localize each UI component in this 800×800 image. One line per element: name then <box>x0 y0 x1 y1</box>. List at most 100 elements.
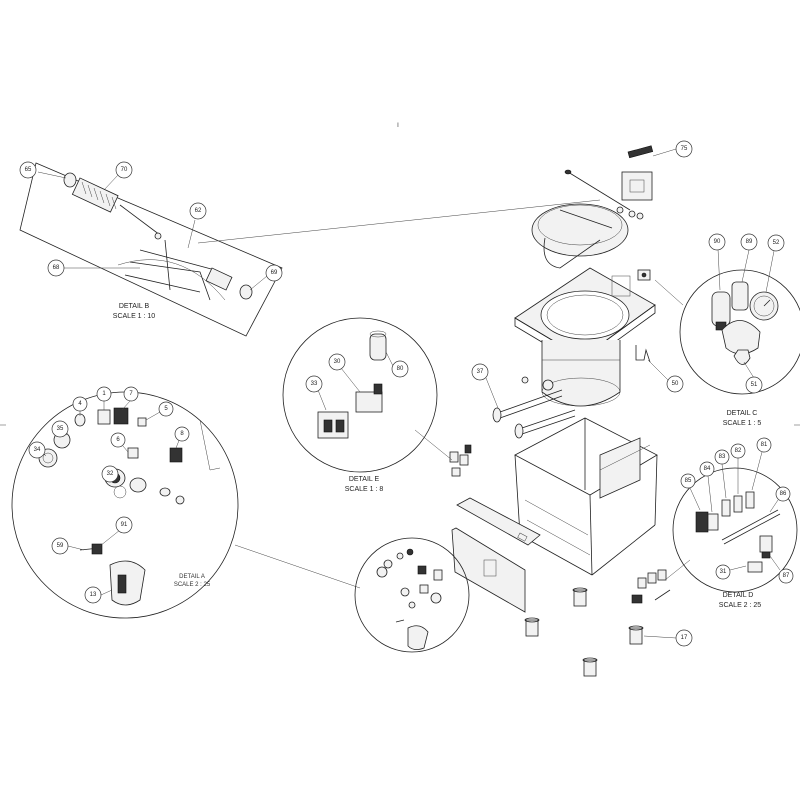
detail-c: 90 89 52 51 DETAIL C SCALE 1 : 5 <box>679 233 800 427</box>
svg-text:75: 75 <box>681 146 688 152</box>
tank-part <box>521 340 621 407</box>
detail-e-scale: SCALE 1 : 8 <box>345 486 384 493</box>
balloon-91: 91 <box>115 516 133 534</box>
hinge-pin-part <box>564 169 644 220</box>
double-solenoid-valve-part <box>317 411 349 439</box>
svg-text:62: 62 <box>195 208 202 214</box>
detail-e: 30 80 33 DETAIL E SCALE 1 : 8 <box>282 317 438 493</box>
spring-part <box>71 177 119 213</box>
hinge-bracket-part <box>621 145 654 201</box>
svg-text:90: 90 <box>714 239 721 245</box>
detail-d: 85 84 83 82 81 86 31 87 DETAIL D SCALE 2… <box>672 437 798 609</box>
balloon-30: 30 <box>328 353 346 371</box>
detail-c-title: DETAIL C <box>727 410 758 417</box>
detail-b: 65 70 62 68 69 DETAIL B SCALE 1 : 10 <box>19 161 283 337</box>
svg-text:34: 34 <box>34 447 41 453</box>
end-cap-part <box>239 284 253 300</box>
connector-cluster-part <box>449 444 472 477</box>
balloon-6: 6 <box>110 432 126 448</box>
svg-text:81: 81 <box>761 442 768 448</box>
valve-fitting-part <box>637 269 651 281</box>
balloon-59: 59 <box>51 537 69 555</box>
detail-e-callout-line <box>414 429 453 461</box>
svg-text:65: 65 <box>25 167 32 173</box>
svg-text:83: 83 <box>719 454 726 460</box>
control-panel-components-part <box>376 548 443 650</box>
solenoid-valve-part <box>355 383 383 413</box>
balloon-37: 37 <box>471 363 489 381</box>
main-assembly: 75 <box>449 140 693 677</box>
balloon-34: 34 <box>28 441 46 459</box>
detail-a: 1 7 4 5 35 6 8 34 32 91 59 13 DETAIL A S… <box>11 386 239 619</box>
detail-e-title: DETAIL E <box>349 476 380 483</box>
detail-a-title: DETAIL A <box>179 574 205 580</box>
balloon-70: 70 <box>115 161 133 179</box>
svg-text:80: 80 <box>397 366 404 372</box>
balloon-65: 65 <box>19 161 37 179</box>
svg-text:85: 85 <box>685 478 692 484</box>
svg-text:89: 89 <box>746 239 753 245</box>
balloon-5: 5 <box>158 401 174 417</box>
door-panel-part <box>451 527 526 613</box>
handle-frame-part <box>117 239 226 301</box>
balloon-8: 8 <box>174 426 190 442</box>
heating-element-part <box>492 389 576 439</box>
balloon-35: 35 <box>51 420 69 438</box>
cable-gland-part <box>759 535 773 559</box>
balloon-7: 7 <box>123 386 139 402</box>
balloon-84: 84 <box>699 461 715 477</box>
selector-switch-part <box>97 407 129 425</box>
detail-a-callout-line <box>234 544 361 589</box>
balloon-17: 17 <box>675 629 693 647</box>
balloon-50: 50 <box>666 375 684 393</box>
svg-text:7: 7 <box>129 391 133 397</box>
svg-text:51: 51 <box>751 382 758 388</box>
svg-text:8: 8 <box>180 431 184 437</box>
svg-text:50: 50 <box>672 381 679 387</box>
front-panel-part <box>456 497 541 546</box>
bushing-part <box>63 172 77 188</box>
detail-c-scale: SCALE 1 : 5 <box>723 420 762 427</box>
pressure-gauge-part <box>749 291 779 321</box>
balloon-82: 82 <box>730 443 746 459</box>
balloon-90: 90 <box>708 233 726 251</box>
thermostat-part <box>711 291 731 331</box>
detail-b-frame <box>19 162 283 337</box>
terminal-block-cluster-part <box>631 569 671 604</box>
svg-text:59: 59 <box>57 543 64 549</box>
svg-text:35: 35 <box>57 426 64 432</box>
sleeve-part <box>205 267 233 291</box>
svg-text:86: 86 <box>780 491 787 497</box>
relay-part <box>721 491 755 517</box>
balloon-1: 1 <box>96 386 112 402</box>
svg-text:91: 91 <box>121 522 128 528</box>
din-rail-part <box>721 509 781 545</box>
svg-text:17: 17 <box>681 635 688 641</box>
svg-text:70: 70 <box>121 167 128 173</box>
elbow-fitting-part <box>733 349 751 365</box>
detail-d-callout-line <box>664 559 691 581</box>
balloon-80: 80 <box>391 360 409 378</box>
lid-part <box>531 203 629 269</box>
balloon-68: 68 <box>47 259 65 277</box>
svg-text:5: 5 <box>164 406 168 412</box>
svg-text:52: 52 <box>773 240 780 246</box>
svg-text:87: 87 <box>783 573 790 579</box>
svg-text:82: 82 <box>735 448 742 454</box>
balloon-62: 62 <box>189 202 207 220</box>
detail-b-title: DETAIL B <box>119 303 150 310</box>
balloon-51: 51 <box>745 376 763 394</box>
detail-e-frame <box>282 317 438 473</box>
cabinet-frame-part <box>514 417 658 576</box>
detail-d-title: DETAIL D <box>723 592 754 599</box>
balloon-86: 86 <box>775 486 791 502</box>
pressure-valve-part <box>721 281 761 355</box>
rod-part <box>119 204 161 236</box>
detail-b-scale: SCALE 1 : 10 <box>113 313 156 320</box>
svg-text:1: 1 <box>102 391 106 397</box>
balloon-31: 31 <box>715 564 731 580</box>
balloon-87: 87 <box>778 568 794 584</box>
contactor-part <box>695 511 719 533</box>
fuse-part <box>747 561 763 573</box>
